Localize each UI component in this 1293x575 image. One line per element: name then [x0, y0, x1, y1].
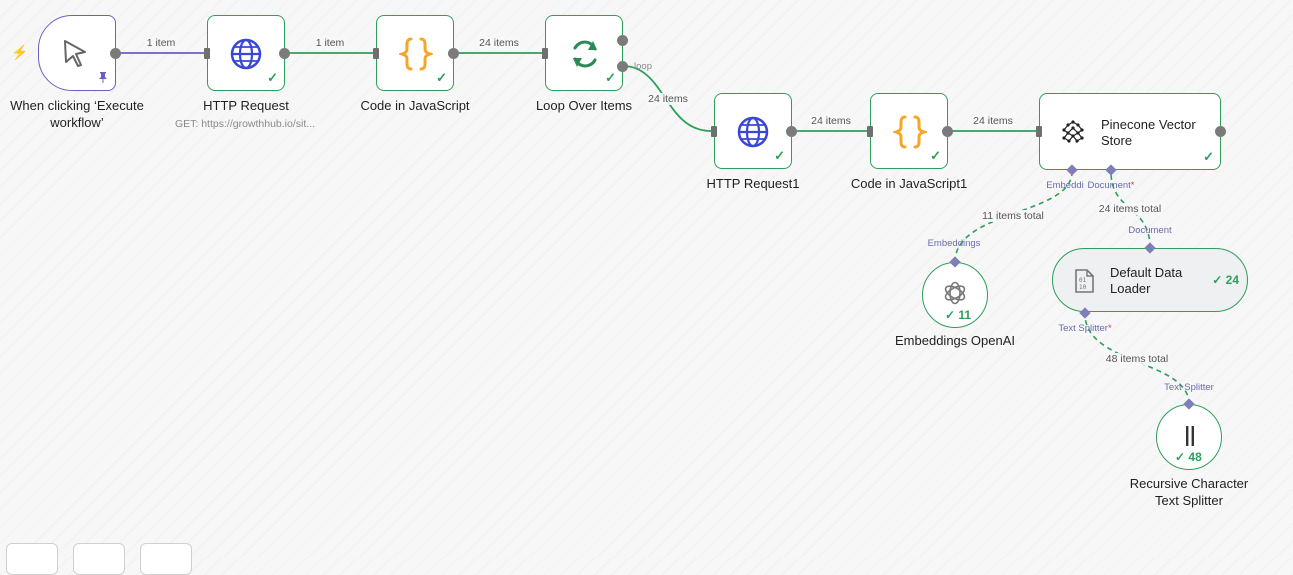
node-manual-trigger[interactable]: [38, 15, 116, 91]
svg-text:01: 01: [1079, 277, 1087, 284]
success-check-icon: ✓: [267, 70, 278, 85]
splitter-bars-icon: [1186, 426, 1194, 446]
binary-file-icon: 01 10: [1075, 269, 1094, 293]
node-code-javascript1[interactable]: ✓: [870, 93, 948, 169]
node-code-javascript[interactable]: ✓: [376, 15, 454, 91]
pinecone-icon: [1062, 120, 1084, 143]
node-label-embeddings-openai: Embeddings OpenAI: [895, 333, 1015, 348]
node-label-http-request1: HTTP Request1: [706, 176, 800, 191]
edge-label-http1-code1: 24 items: [809, 115, 853, 127]
edge-label-document-total: 24 items total: [1096, 203, 1164, 215]
edge-label-embeddings-total: 11 items total: [980, 210, 1046, 222]
port-label-text-splitter-in: Text Splitter*: [1058, 323, 1112, 334]
http-input-port[interactable]: [204, 48, 210, 59]
port-label-embeddings-out: Embeddings: [927, 238, 981, 249]
loop-refresh-icon: [573, 40, 597, 68]
node-label-loop-over-items: Loop Over Items: [535, 98, 633, 113]
openai-icon: [944, 281, 966, 305]
success-check-icon: ✓: [774, 148, 785, 163]
success-check-icon: ✓: [436, 70, 447, 85]
run-count-badge: ✓ 24: [1212, 273, 1239, 287]
globe-icon: [230, 38, 262, 70]
http-output-port[interactable]: [279, 48, 290, 59]
globe-icon: [737, 116, 769, 148]
node-label-code-javascript1: Code in JavaScript1: [850, 176, 968, 191]
code-output-port[interactable]: [448, 48, 459, 59]
code-braces-icon: [893, 115, 927, 149]
success-check-icon: ✓: [1203, 149, 1214, 164]
port-label-text-splitter-out: Text Splitter: [1164, 382, 1214, 393]
edge-label-trigger-http: 1 item: [144, 37, 178, 49]
pinecone-output-port[interactable]: [1215, 126, 1226, 137]
svg-text:10: 10: [1079, 284, 1087, 291]
code1-output-port[interactable]: [942, 126, 953, 137]
loop-input-port[interactable]: [542, 48, 548, 59]
loop-loop-output-port[interactable]: [617, 61, 628, 72]
node-embeddings-openai[interactable]: ✓ 11: [922, 262, 988, 328]
toolbar-button-zoom-out[interactable]: [140, 543, 192, 575]
loop-output-label: loop: [634, 61, 652, 72]
trigger-bolt-icon: ⚡: [11, 44, 29, 60]
trigger-output-port[interactable]: [110, 48, 121, 59]
http1-output-port[interactable]: [786, 126, 797, 137]
success-check-icon: ✓: [605, 70, 616, 85]
run-count-badge: ✓ 48: [1175, 450, 1202, 464]
node-loop-over-items[interactable]: ✓: [545, 15, 623, 91]
success-check-icon: ✓: [930, 148, 941, 163]
node-http-request[interactable]: ✓: [207, 15, 285, 91]
node-subtitle-http-request: GET: https://growthhub.io/sit...: [174, 118, 316, 130]
port-label-embedding: Embeddi: [1046, 180, 1084, 191]
node-recursive-text-splitter[interactable]: ✓ 48: [1156, 404, 1222, 470]
run-count-badge: ✓ 11: [945, 308, 972, 322]
code-input-port[interactable]: [373, 48, 379, 59]
edge-label-code1-pinecone: 24 items: [971, 115, 1015, 127]
node-http-request1[interactable]: ✓: [714, 93, 792, 169]
pinecone-input-port[interactable]: [1036, 126, 1042, 137]
edge-label-loop-http1: 24 items: [646, 93, 690, 105]
http1-input-port[interactable]: [711, 126, 717, 137]
cursor-click-icon: [64, 40, 86, 67]
port-label-document-out: Document: [1128, 225, 1172, 236]
edge-label-http-code: 1 item: [313, 37, 347, 49]
pin-icon: [99, 72, 107, 83]
code1-input-port[interactable]: [867, 126, 873, 137]
loop-done-output-port[interactable]: [617, 35, 628, 46]
port-label-document: Document*: [1087, 180, 1135, 191]
node-label-code-javascript: Code in JavaScript: [360, 98, 470, 113]
toolbar-button-zoom-in[interactable]: [73, 543, 125, 575]
code-braces-icon: [399, 37, 433, 71]
connection-text-splitter: [1084, 313, 1190, 405]
toolbar-button-zoom-to-fit[interactable]: [6, 543, 58, 575]
node-label-http-request: HTTP Request: [203, 98, 289, 113]
edge-label-splitter-total: 48 items total: [1103, 353, 1171, 365]
edge-label-code-loop: 24 items: [477, 37, 521, 49]
